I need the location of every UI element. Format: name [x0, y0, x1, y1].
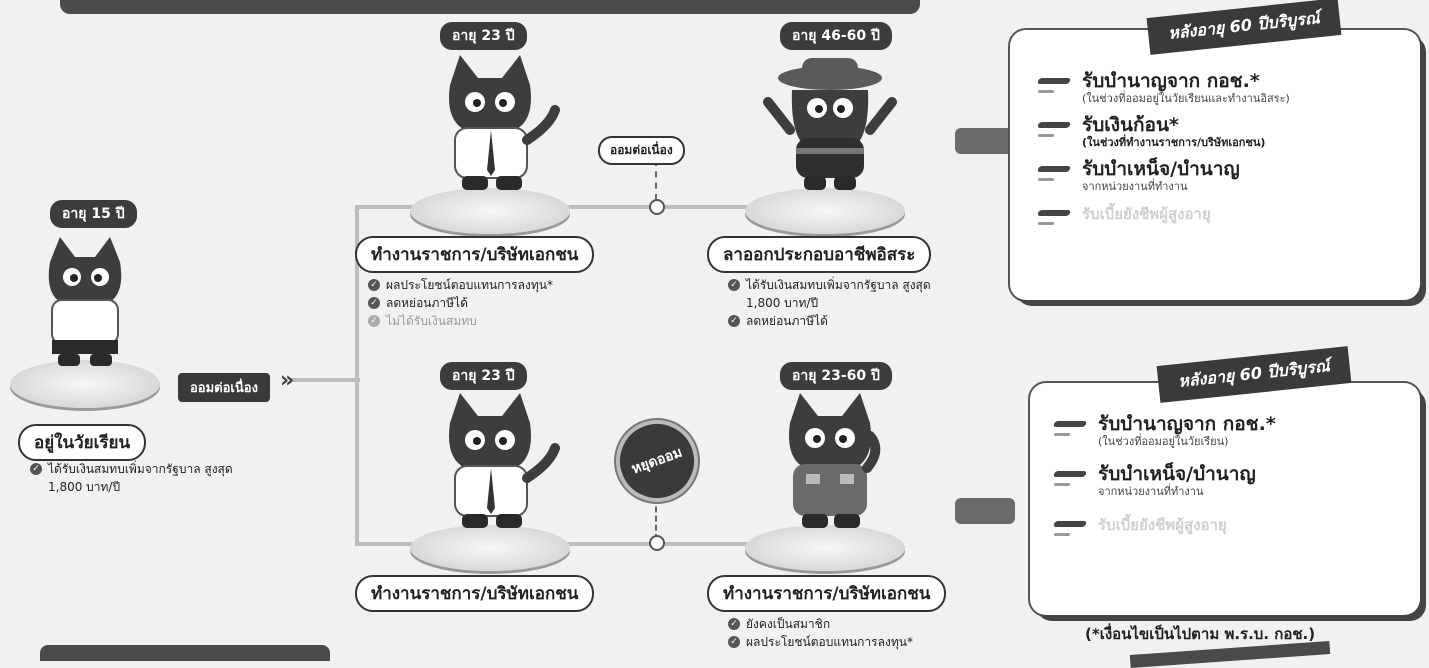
- stage-label-freelance-top: ลาออกประกอบอาชีพอิสระ: [707, 236, 932, 273]
- stage-label-work-bottom: ทำงานราชการ/บริษัทเอกชน: [355, 575, 595, 612]
- bottom-banner-bar: [40, 645, 330, 661]
- benefit-item: ✓ผลประโยชน์ตอบแทนการลงทุน*: [728, 633, 1008, 651]
- card-item: รับบำเหน็จ/บำนาญจากหน่วยงานที่ทำงาน: [1052, 463, 1400, 499]
- benefits-student: ✓ได้รับเงินสมทบเพิ่มจากรัฐบาล สูงสุด 1,8…: [30, 460, 270, 496]
- connector-branch-vertical: [355, 205, 359, 545]
- pointing-hand-icon: [955, 128, 1015, 154]
- check-icon: ✓: [30, 463, 42, 475]
- bullet-dash: [1036, 210, 1072, 216]
- bullet-dash: [1036, 78, 1072, 84]
- check-icon: ✓: [728, 618, 740, 630]
- connector-student-out: [290, 378, 360, 382]
- check-icon: ✓: [728, 279, 740, 291]
- bullet-dash: [1052, 521, 1088, 527]
- bullet-dash: [1038, 90, 1054, 93]
- check-icon: ✓: [728, 636, 740, 648]
- mascot-student-illustration: [48, 237, 122, 366]
- platform-work-bottom-right: [745, 525, 905, 571]
- benefit-item: ✓ได้รับเงินสมทบเพิ่มจากรัฐบาล สูงสุด 1,8…: [728, 276, 968, 312]
- bullet-dash: [1036, 122, 1072, 128]
- platform-work-top: [410, 188, 570, 234]
- chevron-right-icon: »: [280, 368, 295, 393]
- bullet-dash: [1038, 222, 1054, 225]
- bullet-dash: [1052, 471, 1088, 477]
- top-banner-bar: [60, 0, 920, 14]
- footnote: (*เงื่อนไขเป็นไปตาม พ.ร.บ. กอช.): [1085, 625, 1316, 643]
- bullet-dash: [1038, 134, 1054, 137]
- platform-student: [10, 360, 160, 408]
- bullet-dash: [1054, 533, 1070, 536]
- card-item: รับเงินก้อน*(ในช่วงที่ทำงานราชการ/บริษัท…: [1036, 114, 1400, 150]
- connector-top-horizontal: [355, 205, 785, 209]
- card-item-faded: รับเบี้ยยังชีพผู้สูงอายุ: [1036, 202, 1400, 226]
- pointing-hand-icon: [955, 498, 1015, 524]
- stage-label-student: อยู่ในวัยเรียน: [18, 424, 147, 461]
- mascot-civil-servant-illustration: [789, 393, 881, 528]
- connector-node-bottom: [649, 535, 665, 551]
- save-continue-badge-top: ออมต่อเนื่อง: [598, 136, 685, 165]
- bullet-dash: [1052, 421, 1088, 427]
- bullet-dash: [1038, 178, 1054, 181]
- dotted-connector-top: [655, 160, 657, 200]
- benefit-item: ✓ผลประโยชน์ตอบแทนการลงทุน*: [368, 276, 628, 294]
- mascot-freelance-illustration: [763, 58, 897, 190]
- save-continue-badge-left: ออมต่อเนื่อง: [178, 373, 270, 402]
- age-pill-work-bottom-right: อายุ 23-60 ปี: [780, 362, 892, 390]
- benefit-item: ✓ลดหย่อนภาษีได้: [728, 312, 968, 330]
- age-pill-work-bottom: อายุ 23 ปี: [440, 362, 527, 390]
- mascot-office-bottom-illustration: [449, 393, 560, 528]
- check-icon: ✓: [368, 297, 380, 309]
- card-item: รับบำนาญจาก กอช.*(ในช่วงที่ออมอยู่ในวัยเ…: [1052, 413, 1400, 449]
- bullet-dash: [1036, 166, 1072, 172]
- card-item-faded: รับเบี้ยยังชีพผู้สูงอายุ: [1052, 513, 1400, 537]
- platform-freelance-top: [745, 188, 905, 234]
- bullet-dash: [1054, 483, 1070, 486]
- dotted-connector-bottom: [655, 488, 657, 540]
- connector-node-top: [649, 199, 665, 215]
- benefit-item: ✓ได้รับเงินสมทบเพิ่มจากรัฐบาล สูงสุด 1,8…: [30, 460, 270, 496]
- stage-label-work-bottom-right: ทำงานราชการ/บริษัทเอกชน: [707, 575, 947, 612]
- benefits-work-bottom-right: ✓ยังคงเป็นสมาชิก ✓ผลประโยชน์ตอบแทนการลงท…: [728, 615, 1008, 651]
- card-item: รับบำนาญจาก กอช.*(ในช่วงที่ออมอยู่ในวัยเ…: [1036, 70, 1400, 106]
- benefit-item-muted: ✓ไม่ได้รับเงินสมทบ: [368, 312, 628, 330]
- check-icon: ✓: [728, 315, 740, 327]
- card-item: รับบำเหน็จ/บำนาญจากหน่วยงานที่ทำงาน: [1036, 158, 1400, 194]
- bullet-dash: [1054, 433, 1070, 436]
- age-pill-student: อายุ 15 ปี: [50, 200, 137, 228]
- connector-bottom-horizontal: [355, 542, 785, 546]
- benefits-work-top: ✓ผลประโยชน์ตอบแทนการลงทุน* ✓ลดหย่อนภาษีไ…: [368, 276, 628, 330]
- retirement-card-top: รับบำนาญจาก กอช.*(ในช่วงที่ออมอยู่ในวัยเ…: [1010, 30, 1420, 300]
- stage-label-work-top: ทำงานราชการ/บริษัทเอกชน: [355, 236, 595, 273]
- benefits-freelance-top: ✓ได้รับเงินสมทบเพิ่มจากรัฐบาล สูงสุด 1,8…: [728, 276, 968, 330]
- check-icon: ✓: [368, 279, 380, 291]
- stop-saving-sign: หยุดออม: [604, 408, 710, 514]
- benefit-item: ✓ลดหย่อนภาษีได้: [368, 294, 628, 312]
- stop-saving-label: หยุดออม: [629, 444, 685, 478]
- retirement-card-bottom: รับบำนาญจาก กอช.*(ในช่วงที่ออมอยู่ในวัยเ…: [1030, 383, 1420, 615]
- age-pill-work-top: อายุ 23 ปี: [440, 22, 527, 50]
- age-pill-freelance-top: อายุ 46-60 ปี: [780, 22, 892, 50]
- benefit-item: ✓ยังคงเป็นสมาชิก: [728, 615, 1008, 633]
- mascot-office-top-illustration: [449, 55, 560, 190]
- check-icon: ✓: [368, 315, 380, 327]
- platform-work-bottom: [410, 525, 570, 571]
